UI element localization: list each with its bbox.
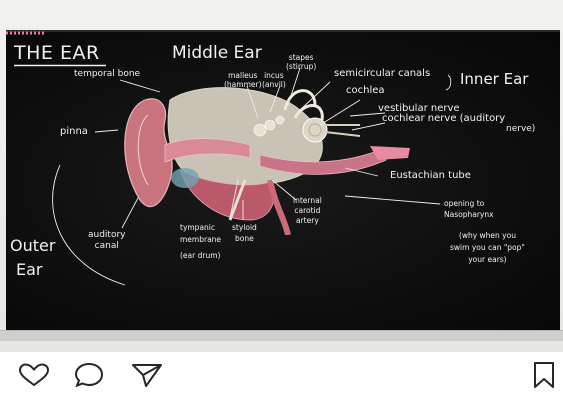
post-photo: THE EAR Middle Ear Inner Ear Outer Ear bbox=[0, 0, 563, 352]
label-styloid-bone: styloid bone bbox=[232, 222, 257, 244]
post-action-bar bbox=[0, 352, 563, 395]
why-line1: (why when you bbox=[450, 230, 525, 242]
label-auditory-canal: auditory canal bbox=[88, 230, 126, 252]
label-opening-nasopharynx: opening to Nasopharynx bbox=[444, 198, 494, 220]
styloid-line1: styloid bbox=[232, 222, 257, 233]
label-pinna: pinna bbox=[60, 126, 88, 137]
carotid-line3: artery bbox=[293, 216, 322, 226]
paper-plane-icon[interactable] bbox=[131, 362, 163, 388]
why-line2: swim you can "pop" bbox=[450, 242, 525, 254]
label-semicircular-canals: semicircular canals bbox=[334, 68, 430, 79]
carotid-line2: carotid bbox=[293, 206, 322, 216]
label-pop-ears-note: (why when you swim you can "pop" your ea… bbox=[450, 230, 525, 266]
opening-line2: Nasopharynx bbox=[444, 209, 494, 220]
tympanic-line1: tympanic bbox=[180, 222, 221, 234]
auditory-line2: canal bbox=[88, 241, 126, 252]
why-line3: your ears) bbox=[450, 254, 525, 266]
incus-name: incus bbox=[262, 71, 286, 80]
tympanic-line3: (ear drum) bbox=[180, 250, 221, 262]
malleus-name: malleus bbox=[224, 71, 262, 80]
stapes-name: stapes bbox=[286, 53, 316, 62]
incus-sub: (anvil) bbox=[262, 80, 286, 89]
label-incus: incus (anvil) bbox=[262, 71, 286, 89]
carotid-line1: internal bbox=[293, 196, 322, 206]
label-cochlear-nerve: cochlear nerve (auditory bbox=[382, 113, 505, 124]
tympanic-line2: membrane bbox=[180, 234, 221, 246]
styloid-line2: bone bbox=[232, 233, 257, 244]
label-stapes: stapes (stirrup) bbox=[286, 53, 316, 71]
label-cochlear-nerve-2: nerve) bbox=[506, 124, 535, 134]
label-temporal-bone: temporal bone bbox=[74, 69, 140, 79]
label-malleus: malleus (hammer) bbox=[224, 71, 262, 89]
malleus-sub: (hammer) bbox=[224, 80, 262, 89]
bookmark-icon[interactable] bbox=[532, 361, 556, 389]
auditory-line1: auditory bbox=[88, 230, 126, 241]
label-internal-carotid-artery: internal carotid artery bbox=[293, 196, 322, 226]
opening-line1: opening to bbox=[444, 198, 494, 209]
label-cochlea: cochlea bbox=[346, 85, 385, 96]
label-eustachian-tube: Eustachian tube bbox=[390, 170, 471, 181]
comment-icon[interactable] bbox=[74, 362, 104, 388]
heart-icon[interactable] bbox=[18, 363, 50, 387]
label-tympanic-membrane: tympanic membrane (ear drum) bbox=[180, 222, 221, 262]
stapes-sub: (stirrup) bbox=[286, 62, 316, 71]
leader-lines bbox=[0, 0, 563, 352]
